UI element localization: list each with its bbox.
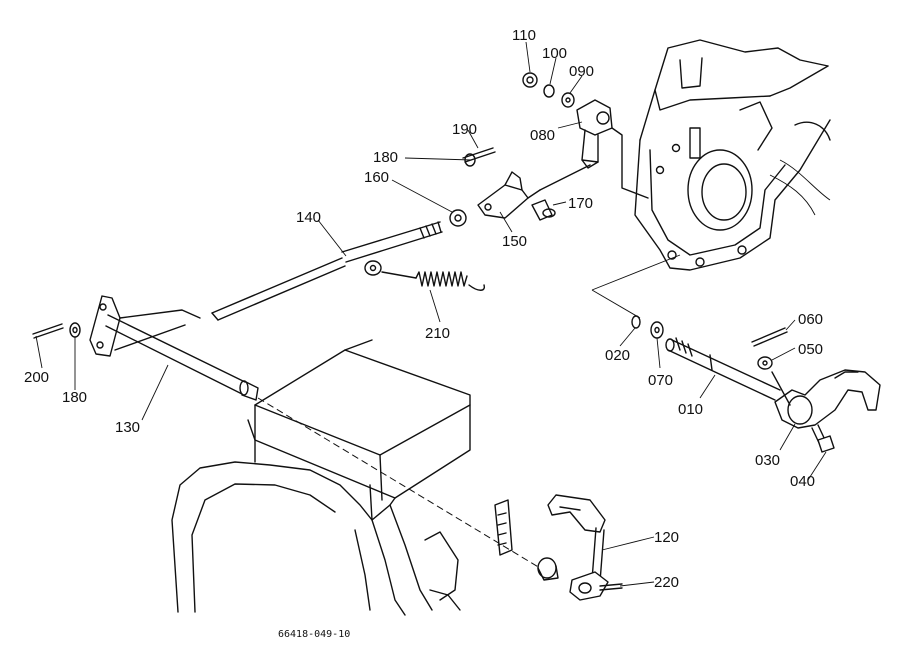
label-040: 040: [790, 473, 815, 490]
label-080: 080: [530, 127, 555, 144]
arm-120: [547, 494, 609, 601]
leader-lines: [35, 41, 827, 587]
label-120: 120: [654, 529, 679, 546]
label-030: 030: [755, 452, 780, 469]
label-200: 200: [24, 369, 49, 386]
label-010: 010: [678, 401, 703, 418]
pin-220: [599, 583, 623, 591]
nut-160: [449, 209, 467, 227]
label-170: 170: [568, 195, 593, 212]
label-130: 130: [115, 419, 140, 436]
label-210: 210: [425, 325, 450, 342]
pin-170: [531, 199, 556, 221]
shaft-010: [665, 337, 781, 401]
shaft-130: [89, 295, 259, 401]
label-090: 090: [569, 63, 594, 80]
spring-210: [364, 260, 485, 291]
label-220: 220: [654, 574, 679, 591]
washer-090: [561, 92, 575, 108]
flywheel-housing: [171, 461, 461, 616]
washer-050: [757, 356, 773, 370]
label-180-upper: 180: [373, 149, 398, 166]
label-110: 110: [512, 27, 536, 44]
label-020: 020: [605, 347, 630, 364]
arm-080: [539, 99, 649, 199]
washer-100: [543, 84, 555, 98]
bracket: [494, 499, 513, 556]
collar-sleeve: [537, 557, 559, 581]
label-100: 100: [542, 45, 567, 62]
bolt-040: [811, 424, 835, 453]
split-pin-200: [32, 323, 64, 339]
figure-code: 66418-049-10: [278, 629, 350, 640]
shift-fork-030: [774, 369, 881, 429]
pin-060: [751, 327, 788, 347]
label-190: 190: [452, 121, 477, 138]
rod-140: [211, 221, 443, 321]
cover-plate: [247, 339, 471, 521]
yoke-150: [477, 171, 541, 219]
washer-180-lower: [69, 322, 81, 338]
label-140: 140: [296, 209, 321, 226]
transmission-housing: [634, 39, 831, 271]
washer-070: [650, 321, 664, 339]
label-050: 050: [798, 341, 823, 358]
label-150: 150: [502, 233, 527, 250]
collar-110: [522, 72, 538, 88]
label-160: 160: [364, 169, 389, 186]
label-070: 070: [648, 372, 673, 389]
label-060: 060: [798, 311, 823, 328]
label-180-lower: 180: [62, 389, 87, 406]
